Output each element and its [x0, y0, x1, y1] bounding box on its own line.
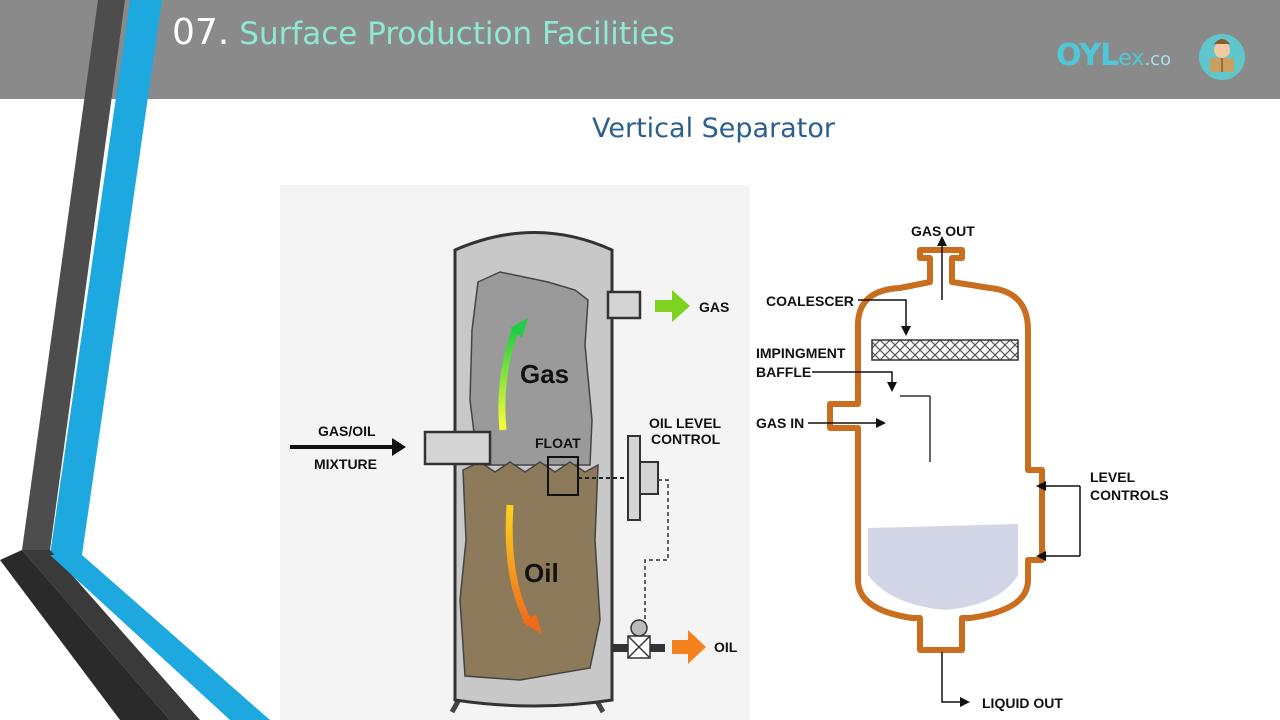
oil-region: [459, 461, 601, 681]
liquid-level: [868, 524, 1018, 610]
control-label-line1: OIL LEVEL: [649, 415, 722, 431]
logo-main: OYL: [1056, 38, 1119, 73]
header-bar: [0, 0, 1280, 99]
logo-suffix: .co: [1144, 49, 1172, 70]
gas-out-arrow: [655, 290, 690, 322]
gas-label: Gas: [520, 359, 569, 389]
title-text: Surface Production Facilities: [239, 16, 675, 52]
title-number: 07.: [172, 12, 230, 53]
control-signal-line: [644, 479, 669, 625]
baffle-label-line1: IMPINGMENT: [756, 345, 846, 361]
baffle-leader: [812, 371, 893, 384]
reader-avatar-icon: [1199, 34, 1245, 80]
coalescer-leader: [858, 299, 907, 328]
oil-label: Oil: [524, 558, 559, 588]
control-label-line2: CONTROL: [651, 431, 721, 447]
gas-outlet-pipe: [606, 290, 642, 320]
float: [547, 456, 579, 496]
vessel-shell-copper: [827, 247, 1045, 653]
level-control-body: [639, 461, 659, 495]
oil-out-arrow: [672, 630, 706, 664]
oil-flow-arrow: [505, 504, 534, 627]
input-label-line2: MIXTURE: [314, 456, 377, 472]
logo-ex: ex: [1118, 46, 1145, 71]
inlet-pipe: [423, 430, 492, 466]
gas-in-label: GAS IN: [756, 415, 804, 431]
valve-actuator: [630, 619, 648, 637]
gas-flow-arrow: [498, 328, 519, 431]
baffle-label-line2: BAFFLE: [756, 364, 811, 380]
gas-flow-arrowhead: [510, 318, 528, 338]
liquid-out-arrow: [941, 652, 962, 703]
gas-out-label: GAS: [699, 299, 729, 315]
gas-out-label-right: GAS OUT: [911, 223, 975, 239]
oil-flow-arrowhead: [522, 614, 542, 634]
left-separator: GAS/OIL MIXTURE Gas Oil FLOAT OIL LEVEL …: [280, 185, 750, 720]
coalescer-label: COALESCER: [766, 293, 854, 309]
float-label: FLOAT: [535, 435, 581, 451]
right-separator: GAS OUT COALESCER IMPINGMENT BAFFLE GAS …: [756, 223, 1169, 711]
oil-out-label: OIL: [714, 639, 738, 655]
liquid-out-label: LIQUID OUT: [982, 695, 1063, 711]
input-label-line1: GAS/OIL: [318, 423, 376, 439]
level-control-flange: [627, 435, 641, 521]
decorative-stripes: [0, 0, 270, 720]
level-label-line2: CONTROLS: [1090, 487, 1169, 503]
level-label-line1: LEVEL: [1090, 469, 1136, 485]
slide-subtitle: Vertical Separator: [592, 113, 835, 144]
logo: OYLex.co: [1056, 38, 1171, 73]
slide-title: 07.Surface Production Facilities: [172, 12, 675, 53]
coalescer-pad: [871, 339, 1019, 361]
